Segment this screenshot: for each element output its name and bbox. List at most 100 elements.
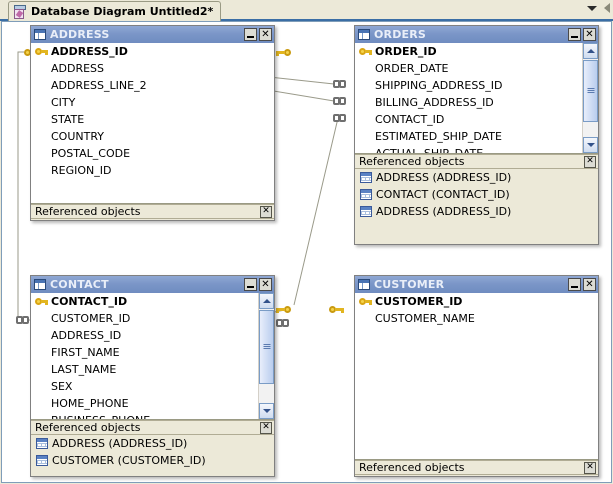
table-titlebar-contact[interactable]: CONTACT ✕	[31, 276, 274, 293]
vertical-scrollbar[interactable]	[258, 293, 274, 419]
list-item[interactable]: ADDRESS (ADDRESS_ID)	[355, 169, 598, 186]
column-name: STATE	[51, 113, 85, 126]
column-row[interactable]: CUSTOMER_ID	[355, 293, 598, 310]
table-window-orders[interactable]: ORDERS ✕ ORDER_ID ORDER_DATE SHIPPING_AD…	[354, 25, 599, 245]
table-title: CONTACT	[50, 278, 109, 291]
table-window-customer[interactable]: CUSTOMER ✕ CUSTOMER_ID CUSTOMER_NAME Ref…	[354, 275, 599, 477]
column-row[interactable]: LAST_NAME	[31, 361, 258, 378]
table-window-contact[interactable]: CONTACT ✕ CONTACT_ID CUSTOMER_ID ADDRESS…	[30, 275, 275, 477]
referenced-objects-footer-customer: Referenced objects ✕	[355, 459, 598, 475]
column-name: ACTUAL_SHIP_DATE	[375, 147, 483, 153]
minimize-button[interactable]	[244, 278, 257, 291]
primary-key-icon	[359, 296, 372, 307]
column-row[interactable]: FIRST_NAME	[31, 344, 258, 361]
column-row[interactable]: CUSTOMER_ID	[31, 310, 258, 327]
column-row[interactable]: ACTUAL_SHIP_DATE	[355, 145, 582, 153]
column-row[interactable]: BUSINESS_PHONE	[31, 412, 258, 419]
close-button[interactable]: ✕	[259, 278, 272, 291]
column-row[interactable]: COUNTRY	[31, 128, 274, 145]
column-row[interactable]: CITY	[31, 94, 274, 111]
tab-database-diagram[interactable]: Database Diagram Untitled2*	[8, 1, 222, 21]
close-icon[interactable]: ✕	[260, 421, 272, 434]
column-name: SHIPPING_ADDRESS_ID	[375, 79, 503, 92]
column-row[interactable]: STATE	[31, 111, 274, 128]
relationship-fk-endpoint-shipping-address	[333, 80, 348, 88]
table-title: ADDRESS	[50, 28, 110, 41]
table-icon	[34, 279, 46, 290]
column-row[interactable]: ADDRESS	[31, 60, 274, 77]
relationship-fk-endpoint-billing-address	[333, 97, 348, 105]
table-titlebar-orders[interactable]: ORDERS ✕	[355, 26, 598, 43]
close-button[interactable]: ✕	[583, 278, 596, 291]
close-icon[interactable]: ✕	[260, 205, 272, 218]
table-title: ORDERS	[374, 28, 427, 41]
scroll-up-button[interactable]	[583, 43, 598, 59]
referenced-objects-list[interactable]: ADDRESS (ADDRESS_ID) CONTACT (CONTACT_ID…	[355, 169, 598, 220]
vertical-scrollbar[interactable]	[582, 43, 598, 153]
column-row[interactable]: ORDER_ID	[355, 43, 582, 60]
table-titlebar-address[interactable]: ADDRESS ✕	[31, 26, 274, 43]
table-window-address[interactable]: ADDRESS ✕ ADDRESS_ID ADDRESS ADDRESS_LIN…	[30, 25, 275, 221]
chevron-down-icon[interactable]	[587, 5, 597, 11]
column-row[interactable]: POSTAL_CODE	[31, 145, 274, 162]
referenced-objects-header[interactable]: Referenced objects ✕	[355, 460, 598, 475]
column-row[interactable]: ORDER_DATE	[355, 60, 582, 77]
table-grid-icon	[36, 438, 48, 449]
minimize-button[interactable]	[244, 28, 257, 41]
column-list-address[interactable]: ADDRESS_ID ADDRESS ADDRESS_LINE_2 CITY S…	[31, 43, 274, 203]
column-name: ORDER_DATE	[375, 62, 449, 75]
column-name: BILLING_ADDRESS_ID	[375, 96, 494, 109]
list-item[interactable]: CUSTOMER (CUSTOMER_ID)	[31, 452, 274, 469]
column-row[interactable]: CUSTOMER_NAME	[355, 310, 598, 327]
column-row[interactable]: ADDRESS_ID	[31, 327, 258, 344]
list-item[interactable]: ADDRESS (ADDRESS_ID)	[31, 435, 274, 452]
relationship-fk-endpoint-customer-id	[276, 319, 291, 327]
column-list-orders[interactable]: ORDER_ID ORDER_DATE SHIPPING_ADDRESS_ID …	[355, 43, 598, 153]
column-name: CUSTOMER_ID	[51, 312, 131, 325]
column-row[interactable]: HOME_PHONE	[31, 395, 258, 412]
close-button[interactable]: ✕	[259, 28, 272, 41]
column-name: ADDRESS	[51, 62, 105, 75]
referenced-objects-header[interactable]: Referenced objects ✕	[355, 154, 598, 169]
scroll-down-button[interactable]	[259, 403, 274, 419]
column-name: SEX	[51, 380, 73, 393]
list-item[interactable]: CONTACT (CONTACT_ID)	[355, 186, 598, 203]
diagram-canvas[interactable]: ADDRESS ✕ ADDRESS_ID ADDRESS ADDRESS_LIN…	[1, 21, 612, 483]
minimize-button[interactable]	[568, 278, 581, 291]
column-row[interactable]: BILLING_ADDRESS_ID	[355, 94, 582, 111]
column-row[interactable]: SHIPPING_ADDRESS_ID	[355, 77, 582, 94]
referenced-objects-label: Referenced objects	[359, 155, 465, 168]
close-button[interactable]: ✕	[583, 28, 596, 41]
close-icon[interactable]: ✕	[584, 461, 596, 474]
table-titlebar-customer[interactable]: CUSTOMER ✕	[355, 276, 598, 293]
referenced-objects-list[interactable]: ADDRESS (ADDRESS_ID) CUSTOMER (CUSTOMER_…	[31, 435, 274, 469]
minimize-button[interactable]	[568, 28, 581, 41]
arrow-left-icon[interactable]	[604, 3, 610, 13]
column-name: ESTIMATED_SHIP_DATE	[375, 130, 502, 143]
referenced-object-label: CUSTOMER (CUSTOMER_ID)	[52, 454, 206, 467]
column-list-contact[interactable]: CONTACT_ID CUSTOMER_ID ADDRESS_ID FIRST_…	[31, 293, 274, 419]
column-row[interactable]: ADDRESS_ID	[31, 43, 274, 60]
column-row[interactable]: SEX	[31, 378, 258, 395]
scrollbar-thumb[interactable]	[583, 60, 598, 122]
column-row[interactable]: CONTACT_ID	[355, 111, 582, 128]
window-buttons: ✕	[568, 28, 596, 41]
column-list-customer[interactable]: CUSTOMER_ID CUSTOMER_NAME	[355, 293, 598, 459]
table-grid-icon	[360, 206, 372, 217]
window-buttons: ✕	[244, 278, 272, 291]
list-item[interactable]: ADDRESS (ADDRESS_ID)	[355, 203, 598, 220]
column-row[interactable]: REGION_ID	[31, 162, 274, 179]
referenced-objects-header[interactable]: Referenced objects ✕	[31, 204, 274, 219]
column-name: POSTAL_CODE	[51, 147, 131, 160]
column-name: CITY	[51, 96, 76, 109]
scrollbar-thumb[interactable]	[259, 310, 274, 384]
column-row[interactable]: CONTACT_ID	[31, 293, 258, 310]
column-row[interactable]: ESTIMATED_SHIP_DATE	[355, 128, 582, 145]
column-row[interactable]: ADDRESS_LINE_2	[31, 77, 274, 94]
scroll-up-button[interactable]	[259, 293, 274, 309]
referenced-objects-header[interactable]: Referenced objects ✕	[31, 420, 274, 435]
scroll-down-button[interactable]	[583, 137, 598, 153]
referenced-objects-label: Referenced objects	[35, 421, 141, 434]
close-icon[interactable]: ✕	[584, 155, 596, 168]
table-icon	[358, 29, 370, 40]
